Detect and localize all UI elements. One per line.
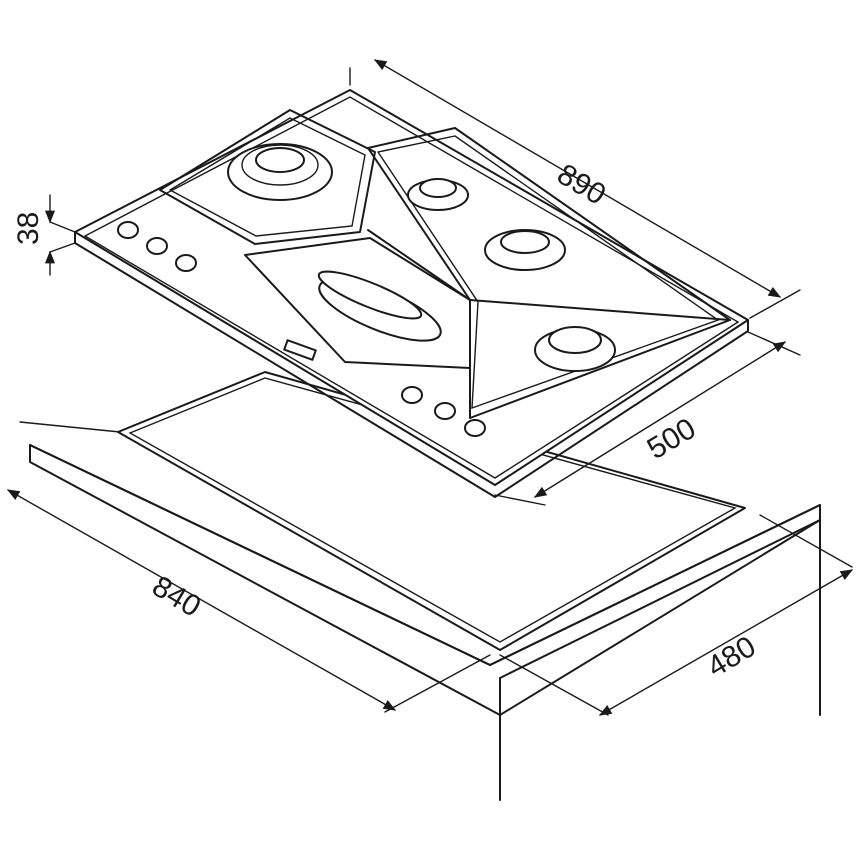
burner-small-rear [407,178,469,211]
label-840: 840 [146,570,206,624]
control-knobs-right [401,386,486,437]
burner-medium-right [484,229,566,271]
burner-large-rear-left [227,143,333,201]
label-500: 500 [642,412,702,466]
ignition-panel [283,339,317,361]
label-480: 480 [702,630,762,684]
label-38: 38 [12,212,45,245]
dimension-480: 480 [499,514,854,716]
control-knobs-left [117,221,197,272]
burner-fish-oval [317,270,442,342]
dimension-38: 38 [12,194,76,276]
label-890: 890 [551,158,611,212]
